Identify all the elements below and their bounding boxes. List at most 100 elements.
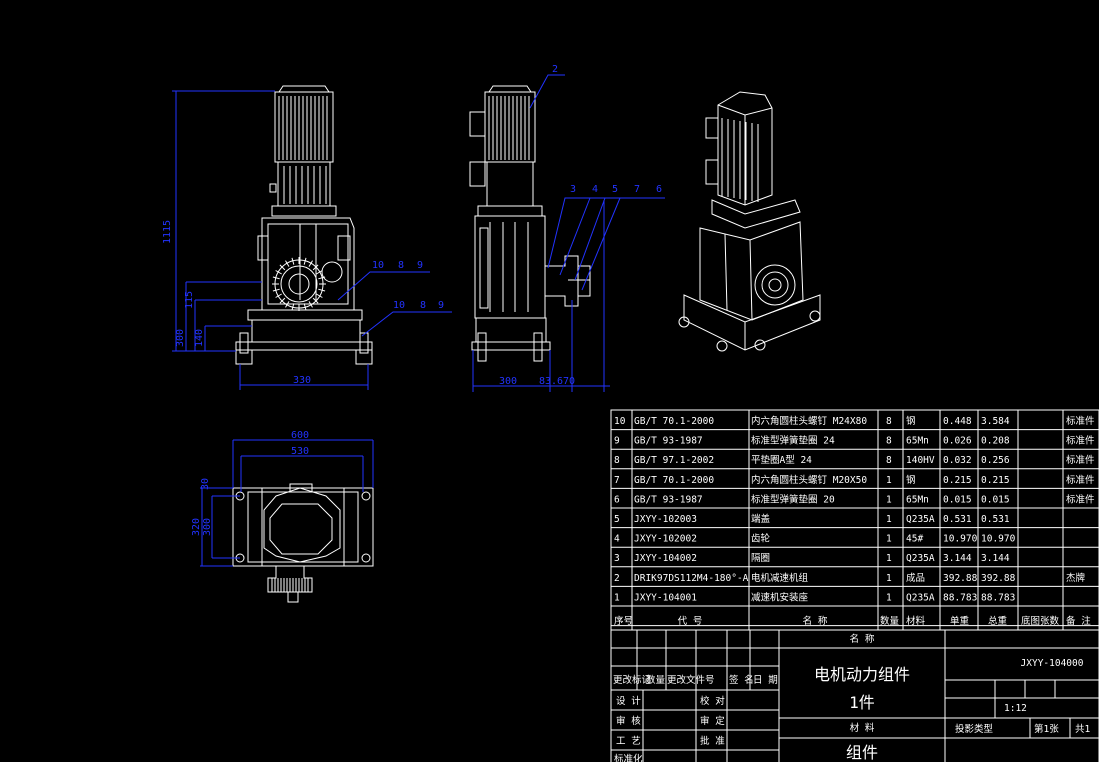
parts-cell-material: Q235A bbox=[906, 553, 935, 564]
balloon-8-upper: 8 bbox=[398, 260, 404, 271]
front-view: 1115 300 140 115 330 10 8 9 10 8 9 bbox=[162, 85, 452, 390]
parts-cell-name: 平垫圈A型 24 bbox=[751, 454, 812, 466]
parts-cell-qty: 8 bbox=[886, 455, 892, 466]
parts-cell-code: JXYY-102002 bbox=[634, 534, 697, 545]
balloon-4: 4 bbox=[592, 184, 598, 195]
parts-cell-code: GB/T 93-1987 bbox=[634, 494, 703, 505]
sign-label-process: 工 艺 bbox=[616, 736, 641, 747]
rev-label-date: 日 期 bbox=[753, 675, 778, 686]
check-label-approve: 审 定 bbox=[700, 715, 725, 727]
parts-cell-remark: 标准件 bbox=[1066, 474, 1095, 486]
drawing-scale: 1:12 bbox=[1004, 703, 1027, 714]
dim-front-h1: 300 bbox=[175, 329, 186, 347]
parts-cell-name: 齿轮 bbox=[751, 533, 771, 545]
parts-cell-unit: 0.015 bbox=[943, 494, 972, 505]
parts-cell-total: 0.215 bbox=[981, 475, 1010, 486]
dim-side-offset: 83.670 bbox=[539, 376, 575, 387]
balloon-9-upper: 9 bbox=[417, 260, 423, 271]
parts-cell-remark: 标准件 bbox=[1066, 493, 1095, 505]
rev-label-mark: 更改标记 bbox=[613, 674, 652, 686]
parts-cell-no: 6 bbox=[614, 494, 620, 505]
drawing-number: JXYY-104000 bbox=[1021, 658, 1084, 669]
balloon-5: 5 bbox=[612, 184, 618, 195]
parts-cell-code: JXYY-104001 bbox=[634, 592, 697, 603]
side-view: 2 3 4 5 7 6 300 83.670 bbox=[469, 64, 665, 392]
top-view: 600 530 30 320 300 bbox=[191, 430, 374, 603]
balloon-6: 6 bbox=[656, 184, 662, 195]
parts-cell-total: 392.88 bbox=[981, 573, 1016, 584]
balloon-9-lower: 9 bbox=[438, 300, 444, 311]
parts-cell-remark: 标准件 bbox=[1066, 454, 1095, 466]
parts-cell-material: 45# bbox=[906, 534, 923, 545]
parts-cell-total: 0.256 bbox=[981, 455, 1010, 466]
check-label-authorize: 批 准 bbox=[700, 735, 725, 747]
parts-cell-qty: 1 bbox=[886, 573, 892, 584]
parts-header-sheet: 底图张数 bbox=[1021, 615, 1060, 627]
parts-cell-material: Q235A bbox=[906, 514, 935, 525]
dim-front-height: 1115 bbox=[162, 220, 173, 244]
parts-cell-unit: 88.783 bbox=[943, 592, 977, 603]
parts-cell-name: 标准型弹簧垫圈 24 bbox=[751, 435, 835, 447]
balloon-7: 7 bbox=[634, 184, 640, 195]
parts-cell-no: 7 bbox=[614, 475, 620, 486]
parts-cell-total: 0.208 bbox=[981, 436, 1010, 447]
parts-cell-no: 2 bbox=[614, 573, 620, 584]
parts-header-material: 材料 bbox=[906, 615, 926, 627]
parts-cell-unit: 3.144 bbox=[943, 553, 972, 564]
parts-cell-remark: 杰牌 bbox=[1066, 572, 1086, 584]
parts-cell-total: 0.015 bbox=[981, 494, 1010, 505]
parts-header-no: 序号 bbox=[614, 615, 633, 627]
projection-label: 投影类型 bbox=[955, 723, 994, 735]
parts-cell-unit: 0.215 bbox=[943, 475, 972, 486]
dim-top-h-small: 30 bbox=[200, 478, 211, 490]
dim-front-h3: 115 bbox=[184, 291, 195, 309]
parts-cell-name: 标准型弹簧垫圈 20 bbox=[751, 493, 835, 505]
rev-label-qty: 数量 bbox=[646, 674, 666, 686]
parts-header-qty: 数量 bbox=[880, 615, 900, 627]
parts-cell-name: 内六角圆柱头螺钉 M20X50 bbox=[751, 474, 867, 486]
parts-cell-qty: 1 bbox=[886, 592, 892, 603]
isometric-view bbox=[678, 91, 821, 352]
parts-cell-qty: 1 bbox=[886, 514, 892, 525]
sign-label-design: 设 计 bbox=[616, 695, 641, 707]
balloon-10-lower: 10 bbox=[393, 300, 405, 311]
parts-cell-code: DRIK97DS112M4-180°-A bbox=[634, 573, 749, 584]
parts-cell-name: 内六角圆柱头螺钉 M24X80 bbox=[751, 415, 867, 427]
parts-cell-no: 3 bbox=[614, 553, 620, 564]
parts-cell-qty: 1 bbox=[886, 475, 892, 486]
parts-cell-material: 65Mn bbox=[906, 494, 929, 505]
dim-front-h2: 140 bbox=[194, 329, 205, 347]
parts-cell-unit: 0.531 bbox=[943, 514, 972, 525]
parts-cell-total: 3.584 bbox=[981, 416, 1010, 427]
name-label: 名 称 bbox=[850, 633, 875, 645]
parts-cell-no: 9 bbox=[614, 436, 620, 447]
parts-cell-code: GB/T 93-1987 bbox=[634, 436, 703, 447]
parts-cell-material: Q235A bbox=[906, 592, 935, 603]
sign-label-review: 审 核 bbox=[616, 715, 641, 727]
parts-cell-unit: 0.026 bbox=[943, 436, 972, 447]
parts-cell-total: 88.783 bbox=[981, 592, 1015, 603]
parts-cell-material: 钢 bbox=[906, 415, 916, 427]
parts-cell-unit: 0.448 bbox=[943, 416, 972, 427]
parts-cell-no: 10 bbox=[614, 416, 626, 427]
parts-cell-no: 4 bbox=[614, 534, 620, 545]
parts-cell-no: 8 bbox=[614, 455, 620, 466]
dim-front-width: 330 bbox=[293, 375, 311, 386]
parts-cell-remark: 标准件 bbox=[1066, 415, 1095, 427]
dim-top-h-inner: 300 bbox=[202, 518, 213, 536]
parts-cell-name: 电机减速机组 bbox=[751, 572, 809, 584]
parts-cell-code: GB/T 97.1-2002 bbox=[634, 455, 714, 466]
drawing-category: 组件 bbox=[846, 743, 878, 762]
parts-cell-total: 10.970 bbox=[981, 534, 1016, 545]
parts-cell-total: 3.144 bbox=[981, 553, 1010, 564]
balloon-8-lower: 8 bbox=[420, 300, 426, 311]
drawing-title: 电机动力组件 bbox=[814, 665, 910, 684]
parts-cell-name: 端盖 bbox=[751, 513, 771, 525]
check-label-check: 校 对 bbox=[700, 695, 725, 707]
parts-cell-unit: 0.032 bbox=[943, 455, 972, 466]
parts-cell-material: 140HV bbox=[906, 455, 935, 466]
sheet-total: 共1 bbox=[1075, 724, 1091, 735]
parts-cell-material: 钢 bbox=[906, 474, 916, 486]
parts-cell-qty: 8 bbox=[886, 436, 892, 447]
parts-cell-name: 减速机安装座 bbox=[751, 591, 809, 603]
